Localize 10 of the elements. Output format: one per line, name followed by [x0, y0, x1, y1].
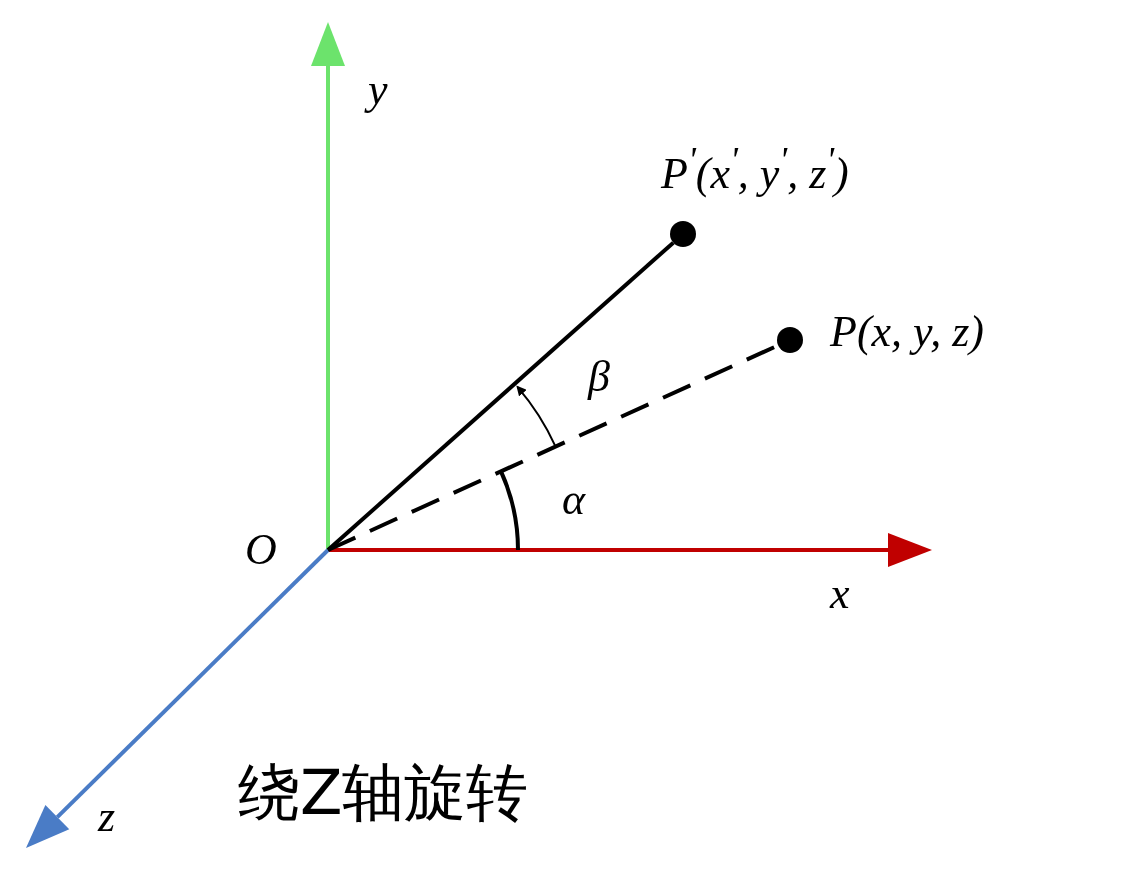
point-label: P(x, y, z) [830, 310, 984, 354]
caption: 绕Z轴旋转 [238, 762, 529, 824]
point-label: P$^{'}$(x$^{'}$, y$^{'}$, z$^{'}$) [661, 142, 849, 196]
axis-label: z [98, 795, 116, 839]
axis-label: x [830, 572, 850, 616]
origin-label: O [245, 528, 328, 572]
angle-label: β [588, 355, 610, 399]
point-marker [777, 327, 803, 353]
angle-label: α [562, 478, 586, 522]
point-marker [670, 221, 696, 247]
